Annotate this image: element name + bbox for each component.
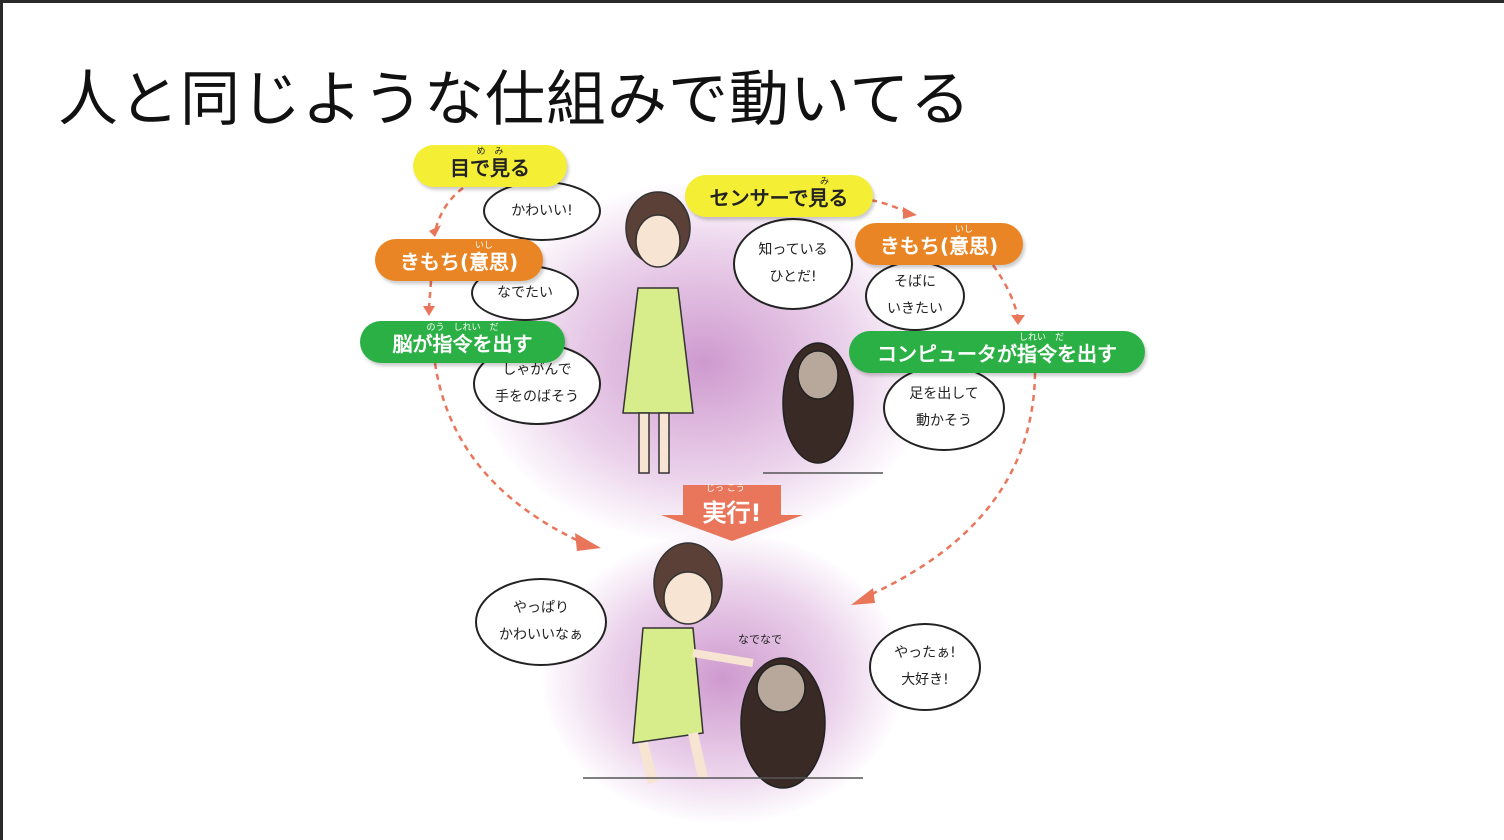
step-brain-command: のう しれい だ 脳が指令を出す — [360, 321, 565, 363]
flow-arrows — [423, 187, 1037, 789]
step-computer-command: しれい だ コンピュータが指令を出す — [849, 331, 1145, 373]
step-label: きもち(意思) — [879, 233, 999, 258]
thought-bubble-still-cute: やっぱり かわいいなぁ — [475, 578, 607, 666]
thought-bubble-known-person: 知っている ひとだ! — [733, 218, 853, 310]
robot-being-petted — [583, 657, 863, 789]
step-label: きもち(意思) — [399, 249, 519, 274]
step-robot-feeling: いし きもち(意思) — [855, 223, 1023, 265]
thought-bubble-move-legs: 足を出して 動かそう — [883, 365, 1005, 451]
bottom-glow — [543, 533, 903, 823]
step-human-feeling: いし きもち(意思) — [375, 239, 543, 281]
arrow-eye-to-feeling — [434, 187, 464, 229]
step-label: センサーで見る — [709, 185, 849, 210]
girl-standing — [622, 191, 694, 474]
slide-title: 人と同じような仕組みで動いてる — [58, 65, 972, 135]
girl-crouching — [632, 542, 754, 785]
arrow-computer-to-action — [862, 372, 1037, 600]
arrow-feeling-to-brain — [427, 280, 433, 309]
step-label: コンピュータが指令を出す — [877, 341, 1117, 366]
execute-ruby: じっ こう — [706, 484, 745, 494]
arrow-feeling-to-computer — [991, 264, 1020, 319]
ruby: いし — [475, 241, 494, 251]
slide: 人と同じような仕組みで動いてる — [3, 3, 1504, 840]
ruby: しれい だ — [1019, 333, 1065, 343]
arrow-sensor-to-feeling — [870, 198, 909, 215]
step-see-with-sensor: み センサーで見る — [685, 175, 873, 217]
arrow-brain-to-action — [433, 362, 584, 545]
step-label: 脳が指令を出す — [392, 331, 533, 356]
thought-bubble-cute: かわいい! — [483, 181, 601, 241]
ruby: のう しれい だ — [426, 323, 499, 333]
execute-label: 実行! — [702, 499, 762, 527]
step-see-with-eyes: め み 目で見る — [413, 145, 567, 187]
ruby: いし — [955, 225, 974, 235]
thought-bubble-love-it: やったぁ! 大好き! — [869, 623, 981, 711]
ruby: み — [820, 177, 830, 187]
ruby: め み — [476, 147, 504, 157]
thought-bubble-want-to-go: そばに いきたい — [865, 261, 965, 331]
execute-arrow: 実行! じっ こう — [661, 484, 803, 543]
step-label: 目で見る — [450, 155, 530, 180]
robot-standing — [763, 342, 883, 474]
pat-sound-text: なでなで — [738, 633, 782, 646]
